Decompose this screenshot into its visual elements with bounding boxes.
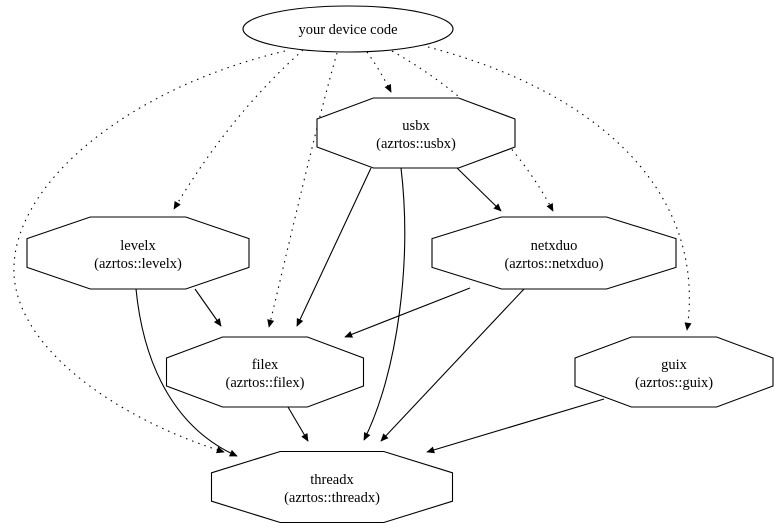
node-usbx: usbx(azrtos::usbx) <box>316 97 516 169</box>
edge-device-levelx <box>173 49 304 210</box>
edge-guix-threadx <box>426 398 605 454</box>
node-netxduo-shape <box>431 216 677 290</box>
edge-levelx-filex <box>194 288 222 327</box>
node-levelx-label: levelx <box>120 238 156 254</box>
edge-netxduo-filex <box>344 287 471 338</box>
node-threadx-label: threadx <box>310 472 354 488</box>
edge-usbx-netxduo <box>456 167 502 212</box>
node-device: your device code <box>242 5 454 53</box>
node-threadx: threadx(azrtos::threadx) <box>210 450 454 524</box>
edge-usbx-threadx <box>363 167 406 441</box>
node-netxduo-sublabel: (azrtos::netxduo) <box>504 256 603 272</box>
node-threadx-shape <box>210 450 454 524</box>
node-guix-label: guix <box>661 357 688 373</box>
node-threadx-sublabel: (azrtos::threadx) <box>284 490 380 506</box>
edge-usbx-filex <box>296 167 372 327</box>
edge-netxduo-threadx <box>380 288 525 442</box>
edge-device-guix <box>427 46 692 331</box>
node-usbx-label: usbx <box>402 118 430 134</box>
node-usbx-sublabel: (azrtos::usbx) <box>376 136 456 152</box>
node-guix: guix(azrtos::guix) <box>574 336 774 408</box>
node-filex-sublabel: (azrtos::filex) <box>226 375 305 391</box>
edge-device-usbx <box>366 51 392 93</box>
node-filex: filex(azrtos::filex) <box>165 336 365 408</box>
node-levelx-sublabel: (azrtos::levelx) <box>94 256 182 272</box>
node-levelx: levelx(azrtos::levelx) <box>26 216 250 290</box>
node-guix-shape <box>574 336 774 408</box>
node-usbx-shape <box>316 97 516 169</box>
edge-filex-threadx <box>287 406 309 442</box>
node-netxduo-label: netxduo <box>531 238 578 254</box>
edge-device-threadx <box>13 50 286 454</box>
edge-device-filex <box>267 52 338 328</box>
node-device-shape <box>242 5 454 53</box>
node-filex-shape <box>165 336 365 408</box>
node-device-label: your device code <box>298 22 397 38</box>
edge-levelx-threadx <box>135 288 238 457</box>
node-filex-label: filex <box>252 357 279 373</box>
node-netxduo: netxduo(azrtos::netxduo) <box>431 216 677 290</box>
node-guix-sublabel: (azrtos::guix) <box>635 375 713 391</box>
node-levelx-shape <box>26 216 250 290</box>
